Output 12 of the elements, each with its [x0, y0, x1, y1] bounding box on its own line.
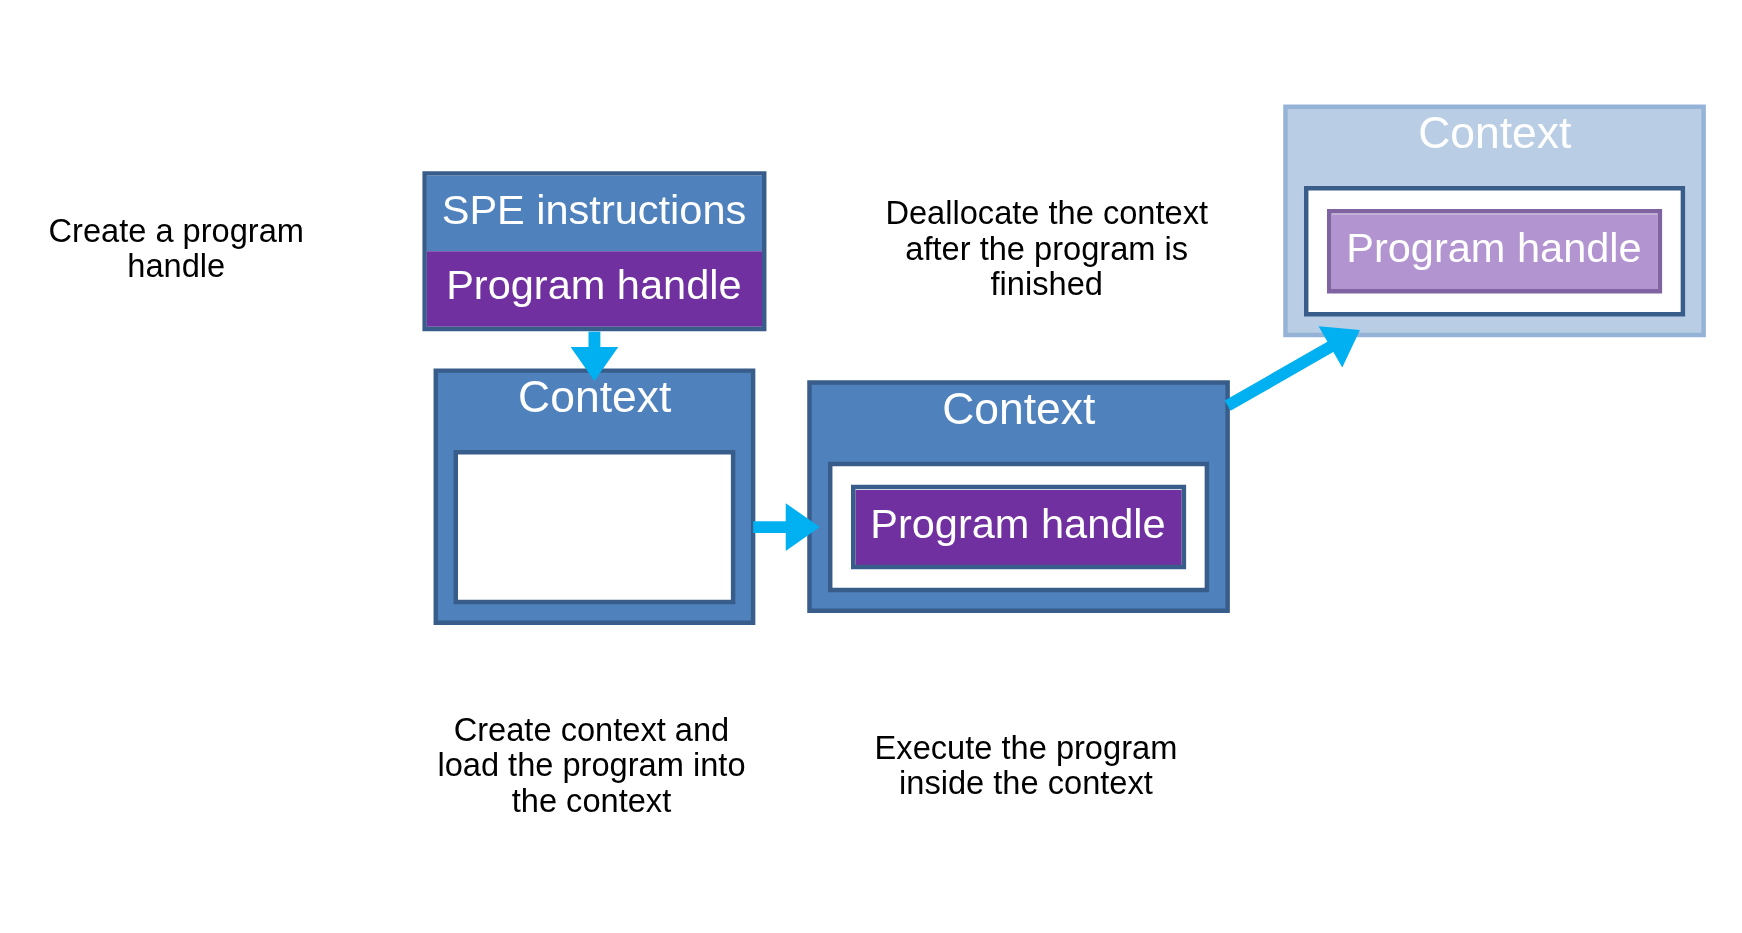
arrow	[753, 502, 820, 551]
node-label: Create context and load the program into the context	[437, 710, 746, 819]
node-box	[453, 449, 736, 604]
node-label: Deallocate the context after the program is finished	[885, 193, 1209, 302]
arrow	[570, 331, 619, 381]
cluster: Context	[433, 367, 756, 625]
cluster	[1304, 185, 1686, 316]
node-label: Create a program handle	[48, 211, 305, 284]
arrow	[1224, 325, 1360, 411]
cluster	[828, 461, 1210, 592]
node-label: Execute the program inside the context	[874, 728, 1178, 801]
node-box: SPE instructions Program handle	[422, 170, 767, 331]
